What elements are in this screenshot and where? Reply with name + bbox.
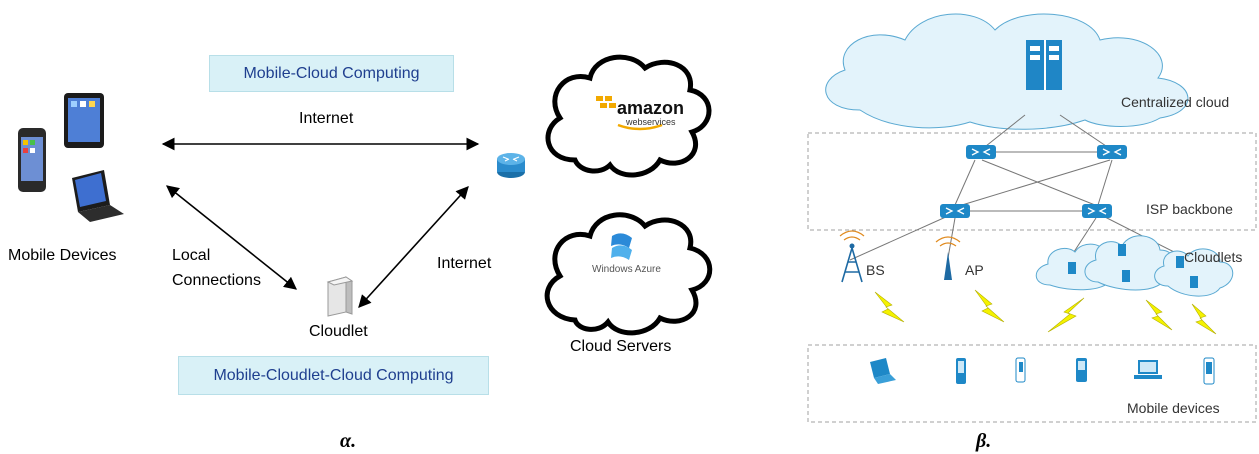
cloud-server-icon bbox=[1026, 40, 1062, 90]
mobile-devices-right-label: Mobile devices bbox=[1127, 400, 1220, 416]
cloudlets-label: Cloudlets bbox=[1184, 249, 1243, 265]
mobile-cloud-computing-label: Mobile-Cloud Computing bbox=[243, 64, 420, 82]
mobile-cloudlet-cloud-computing-box: Mobile-Cloudlet-Cloud Computing bbox=[178, 356, 489, 395]
isp-backbone-label: ISP backbone bbox=[1146, 201, 1233, 217]
amazon-text: amazon bbox=[617, 98, 685, 118]
centralized-cloud-label: Centralized cloud bbox=[1121, 94, 1230, 110]
wireless-link-lightning-icon bbox=[874, 291, 905, 323]
smartphone-icon bbox=[18, 128, 46, 192]
link bbox=[981, 159, 1096, 206]
mobile-phone-icon bbox=[1203, 357, 1215, 385]
tablet-icon bbox=[64, 93, 104, 148]
amazon-cloud-icon bbox=[545, 54, 712, 178]
backbone-router-icon bbox=[1097, 145, 1127, 159]
azure-cloud-icon bbox=[544, 212, 713, 336]
internet-top-label: Internet bbox=[299, 110, 354, 127]
mobile-phone-icon bbox=[1015, 357, 1026, 383]
local-connections-line1: Local bbox=[172, 247, 211, 264]
local-connections-arrow bbox=[165, 185, 298, 290]
mobile-cloud-computing-box: Mobile-Cloud Computing bbox=[209, 55, 454, 92]
cloudlet-label: Cloudlet bbox=[309, 323, 368, 340]
link bbox=[1059, 114, 1113, 151]
backbone-router-icon bbox=[1082, 204, 1112, 218]
wireless-link-lightning-icon bbox=[1145, 299, 1173, 331]
caption-beta: β. bbox=[976, 430, 992, 452]
internet-right-label: Internet bbox=[437, 255, 492, 272]
link bbox=[1097, 159, 1113, 206]
router-icon bbox=[497, 153, 525, 178]
link bbox=[980, 114, 1026, 151]
backbone-router-icon bbox=[966, 145, 996, 159]
internet-arrow-right bbox=[358, 186, 469, 308]
wireless-link-lightning-icon bbox=[974, 289, 1005, 323]
mobile-cloudlet-cloud-computing-label: Mobile-Cloudlet-Cloud Computing bbox=[213, 366, 454, 384]
cloudlet-server-icon bbox=[326, 276, 354, 317]
mobile-devices-label: Mobile Devices bbox=[8, 247, 117, 264]
wireless-link-lightning-icon bbox=[1191, 303, 1217, 335]
isp-backbone-box bbox=[807, 132, 1257, 231]
right-diagram bbox=[807, 13, 1257, 423]
link bbox=[954, 159, 976, 206]
link bbox=[849, 215, 949, 261]
link bbox=[961, 159, 1111, 206]
access-point-icon bbox=[935, 236, 961, 280]
cloud-servers-label: Cloud Servers bbox=[570, 338, 672, 355]
amazon-webservices-text: webservices bbox=[626, 117, 676, 127]
mobile-phone-icon bbox=[956, 358, 966, 384]
left-diagram bbox=[18, 54, 713, 336]
laptop-icon bbox=[870, 358, 896, 384]
ap-label: AP bbox=[965, 262, 984, 278]
cloudlets-cluster bbox=[1035, 235, 1234, 297]
base-station-tower-icon bbox=[839, 230, 865, 283]
wireless-link-lightning-icon bbox=[1047, 297, 1085, 333]
mobile-devices-box bbox=[807, 344, 1257, 423]
caption-alpha: α. bbox=[340, 430, 357, 452]
bs-label: BS bbox=[866, 262, 885, 278]
laptop-icon bbox=[1134, 360, 1162, 379]
local-connections-line2: Connections bbox=[172, 272, 261, 289]
windows-azure-text: Windows Azure bbox=[592, 264, 661, 275]
backbone-router-icon bbox=[940, 204, 970, 218]
amazon-logo-icon bbox=[596, 96, 663, 131]
laptop-icon bbox=[72, 170, 124, 222]
pda-icon bbox=[1076, 358, 1087, 382]
centralized-cloud-shape bbox=[825, 13, 1189, 130]
